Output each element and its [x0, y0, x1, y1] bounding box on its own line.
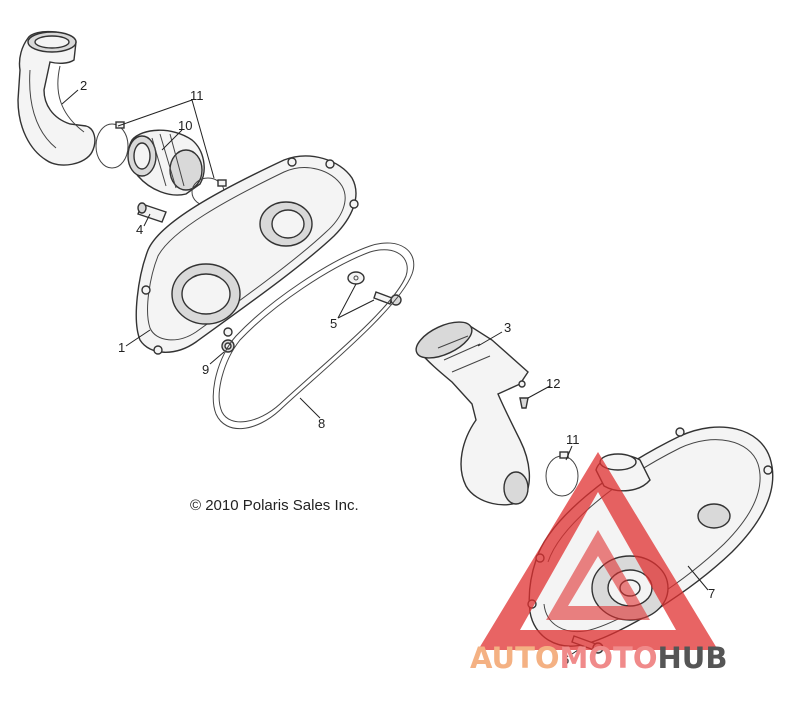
callout-6: 6 — [562, 652, 569, 667]
inner-clutch-cover-part-1 — [135, 155, 359, 355]
automotohub-watermark-logo: AUTOMOTOHUB — [470, 452, 727, 675]
watermark-auto: AUTO — [470, 641, 560, 675]
watermark-moto: MOTO — [560, 641, 658, 675]
callout-labels: 2 11 10 4 1 5 9 8 3 12 11 7 6 — [80, 78, 715, 667]
callout-11-lower: 11 — [566, 432, 580, 447]
fitting-part-4 — [137, 202, 167, 223]
callout-12: 12 — [546, 376, 560, 391]
intake-boot-part-10 — [127, 129, 205, 196]
watermark-inner-triangle — [546, 530, 650, 620]
callout-5: 5 — [330, 316, 337, 331]
callout-11-upper: 11 — [190, 88, 204, 103]
watermark-triangle — [478, 452, 718, 650]
callout-10: 10 — [178, 118, 192, 133]
callout-4: 4 — [136, 222, 143, 237]
callout-1: 1 — [118, 340, 125, 355]
intake-duct-part-2 — [17, 31, 96, 166]
outlet-duct-part-3 — [415, 321, 531, 506]
callout-2: 2 — [80, 78, 87, 93]
callout-8: 8 — [318, 416, 325, 431]
callout-3: 3 — [504, 320, 511, 335]
hose-clamp-part-11-lower — [545, 451, 579, 497]
watermark-hub: HUB — [658, 641, 728, 675]
copyright-notice: © 2010 Polaris Sales Inc. — [190, 497, 359, 514]
callout-9: 9 — [202, 362, 209, 377]
watermark-text: AUTOMOTOHUB — [470, 641, 727, 675]
drive-belt-part-8 — [212, 242, 415, 429]
callout-7: 7 — [708, 586, 715, 601]
leader-lines — [61, 89, 709, 655]
washer-bolt-part-5 — [347, 271, 402, 306]
push-rivet-part-12 — [519, 397, 529, 409]
